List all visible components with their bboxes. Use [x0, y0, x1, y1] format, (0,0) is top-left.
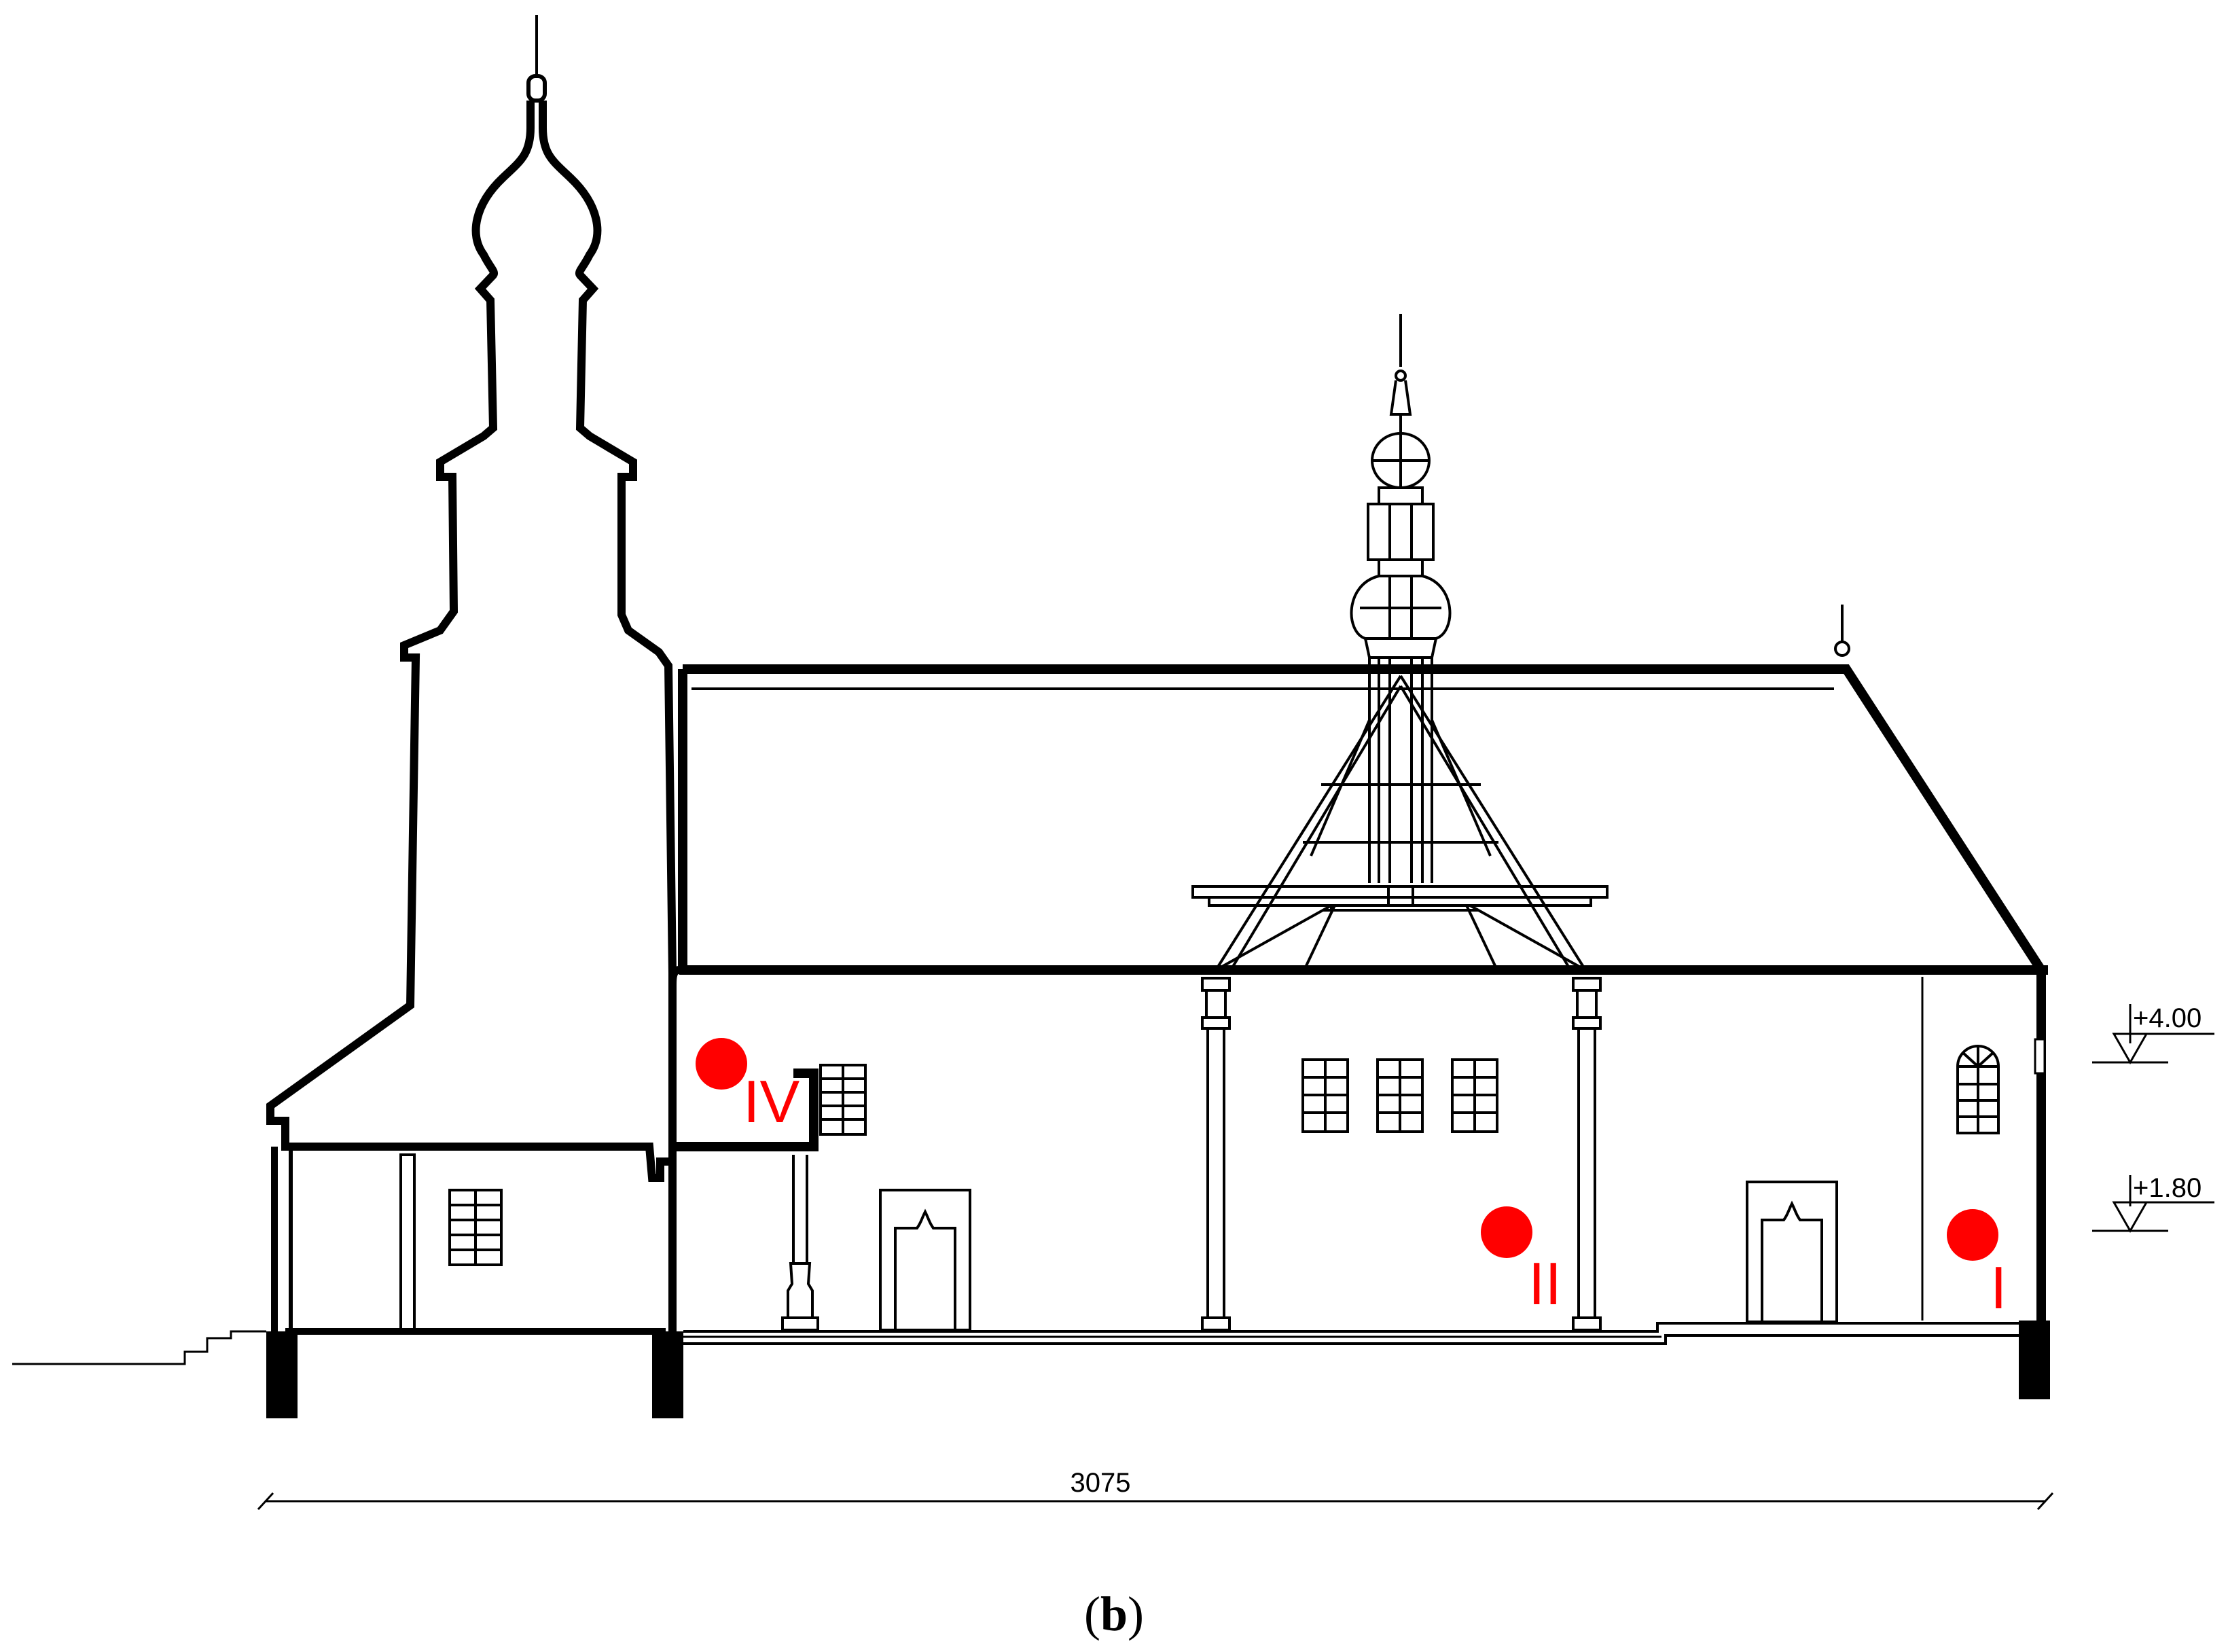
ground-steps: [12, 1330, 266, 1365]
dimension-label: 3075: [1071, 1468, 1131, 1498]
nave-window-1: [1301, 1058, 1349, 1133]
gallery-post: [781, 1155, 819, 1331]
nave-roof: [678, 605, 2048, 975]
elevation-label-upper: +4.00: [2133, 1003, 2202, 1033]
measurement-points: IV II I: [696, 1038, 2007, 1321]
elevation-mark-lower: [2092, 1175, 2214, 1234]
nave-interior: [668, 966, 2046, 1345]
caption-open-paren: (: [1084, 1587, 1100, 1641]
foundations: [266, 1321, 2050, 1418]
nave-window-3: [1451, 1058, 1498, 1133]
doorway-right: [1746, 1181, 1838, 1323]
doorway-left: [879, 1189, 971, 1331]
figure-caption: (b): [1084, 1587, 1144, 1641]
arched-window: [1956, 1045, 2000, 1134]
column-right: [1572, 977, 1602, 1331]
gallery-window: [819, 1064, 867, 1136]
measurement-point-i-dot: [1947, 1209, 1998, 1261]
elevation-label-lower: +1.80: [2133, 1173, 2202, 1203]
roof-turret: [1191, 314, 1609, 971]
nave-window-2: [1376, 1058, 1424, 1133]
measurement-point-ii-label: II: [1528, 1250, 1562, 1317]
column-left: [1201, 977, 1231, 1331]
bell-tower: [266, 15, 677, 1335]
measurement-point-i-label: I: [1990, 1254, 2007, 1321]
measurement-point-iv-label: IV: [743, 1068, 799, 1135]
measurement-point-iv-dot: [696, 1038, 747, 1090]
measurement-point-ii-dot: [1481, 1206, 1532, 1258]
caption-close-paren: ): [1128, 1587, 1144, 1641]
elevation-mark-upper: [2092, 1004, 2214, 1065]
tower-window: [448, 1189, 503, 1266]
dimension-line: [257, 1492, 2054, 1511]
caption-letter: b: [1100, 1587, 1128, 1641]
